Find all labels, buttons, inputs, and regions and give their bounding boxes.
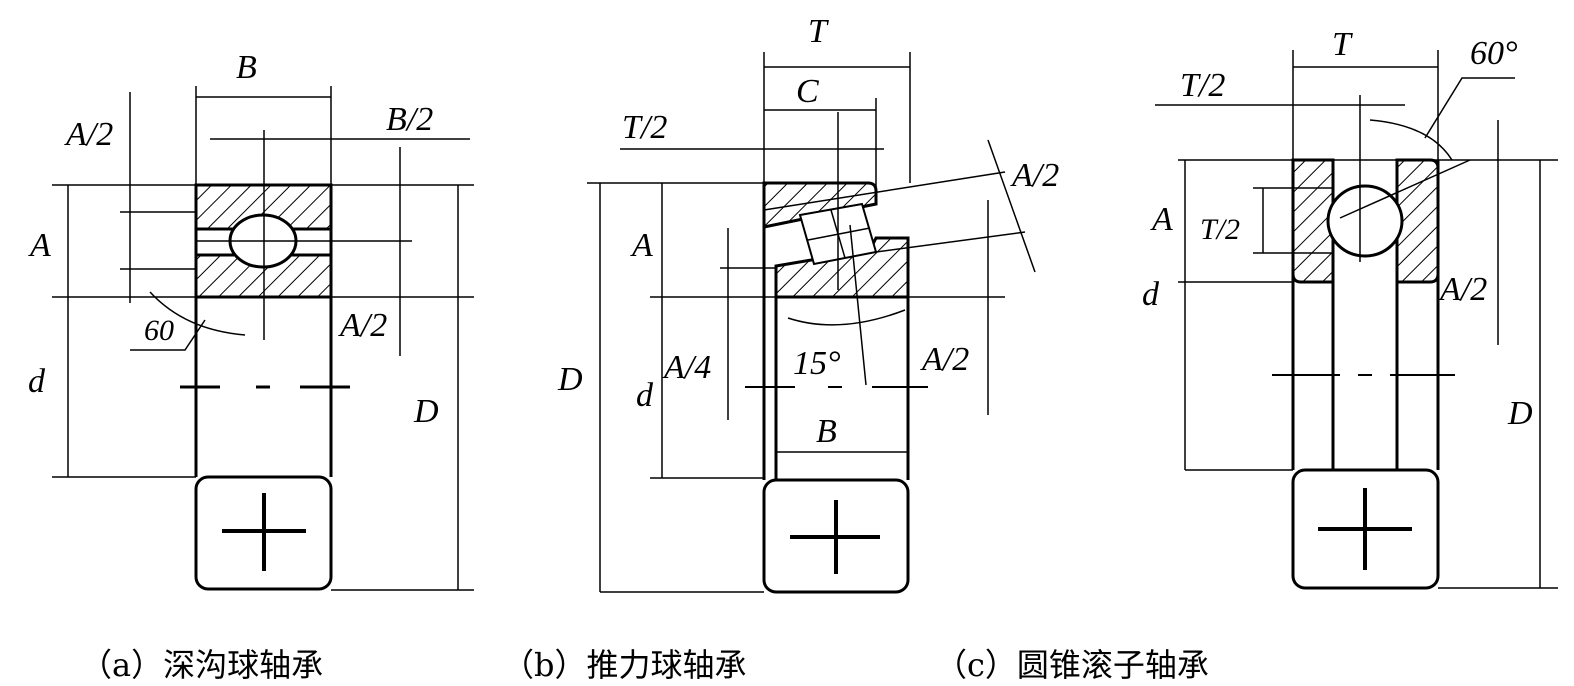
label-D: D	[413, 393, 439, 430]
label-B: B	[816, 413, 837, 450]
label-d: d	[1142, 276, 1160, 313]
label-angle: 15°	[793, 345, 841, 382]
label-A-half-right: A/2	[338, 307, 387, 344]
label-A-half-right: A/2	[1438, 271, 1487, 308]
figure-b-labels: T C T/2 A/2 A A/4 15° A/2 D d B	[557, 13, 1059, 450]
figure-c-labels: T 60° T/2 A T/2 d A/2 D	[1142, 26, 1533, 432]
caption-a: （a）深沟球轴承	[80, 646, 324, 684]
figure-b-thrust-ball-bearing	[587, 52, 1036, 594]
simplified-symbol-box	[762, 478, 910, 594]
label-C: C	[796, 73, 819, 110]
label-A-half-top: A/2	[64, 116, 113, 153]
label-T: T	[808, 13, 829, 50]
simplified-symbol-box	[194, 475, 333, 591]
label-A-half-diag: A/2	[1010, 157, 1059, 194]
label-D: D	[1507, 395, 1533, 432]
label-D: D	[557, 361, 583, 398]
label-d: d	[636, 377, 654, 414]
label-B-half: B/2	[386, 101, 433, 138]
simplified-symbol-box	[1291, 468, 1440, 590]
label-T-half-inner: T/2	[1200, 213, 1240, 246]
label-A: A	[630, 227, 653, 264]
label-A: A	[28, 227, 51, 264]
label-T: T	[1332, 26, 1353, 63]
ball	[1326, 184, 1404, 258]
figure-a-deep-groove-ball-bearing	[52, 86, 474, 591]
label-A: A	[1150, 201, 1173, 238]
label-T-half: T/2	[622, 109, 667, 146]
label-d: d	[28, 363, 46, 400]
label-angle: 60	[144, 314, 174, 347]
label-A-quarter: A/4	[662, 349, 711, 386]
caption-c: （c）圆锥滚子轴承	[935, 646, 1209, 684]
figure-a-labels: B B/2 A/2 A 60 A/2 d D	[28, 49, 439, 430]
figure-c-tapered-roller-bearing	[1155, 50, 1558, 590]
label-T-half-top: T/2	[1180, 67, 1225, 104]
caption-b: （b）推力球轴承	[502, 646, 747, 684]
label-angle: 60°	[1470, 35, 1518, 72]
label-A-half-right: A/2	[920, 341, 969, 378]
label-B: B	[236, 49, 257, 86]
